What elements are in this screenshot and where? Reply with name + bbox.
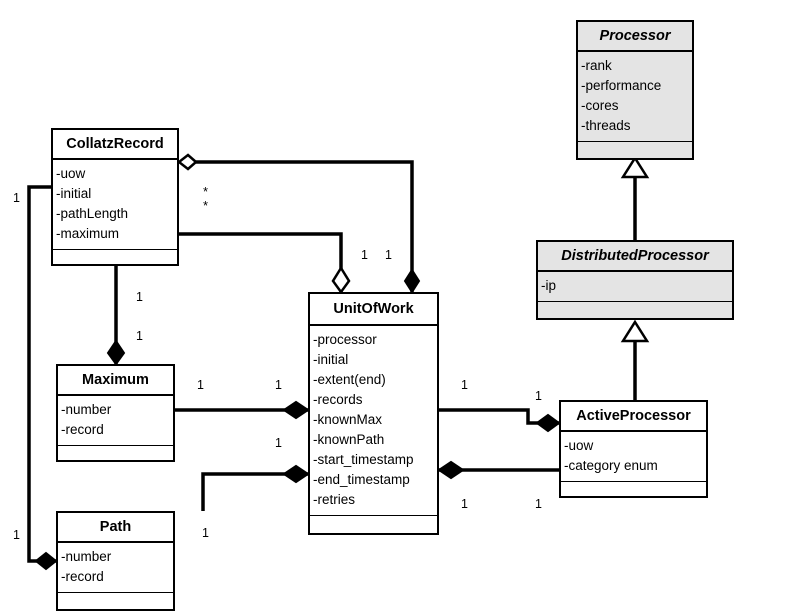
multiplicity-label: 1 — [136, 290, 143, 304]
attribute: -record — [61, 569, 104, 584]
class-operations-distributed-processor — [538, 302, 732, 328]
attribute: -records — [313, 392, 363, 407]
multiplicity-label: 1 — [197, 378, 204, 392]
class-attributes-distributed-processor: -ip — [538, 272, 732, 302]
class-name-path: Path — [58, 513, 173, 543]
multiplicity-label: 1 — [202, 526, 209, 540]
attribute: -initial — [56, 186, 92, 201]
attribute: -number — [61, 549, 112, 564]
multiplicity-label: 1 — [461, 378, 468, 392]
uml-class-unit-of-work[interactable]: UnitOfWork -processor -initial -extent(end)… — [308, 292, 439, 535]
class-attributes-maximum: -number -record — [58, 396, 173, 446]
class-name-collatz-record: CollatzRecord — [53, 130, 177, 160]
attribute: -rank — [581, 58, 612, 73]
multiplicity-label: 1 — [385, 248, 392, 262]
multiplicity-label: 1 — [535, 497, 542, 511]
attribute: -ip — [541, 278, 557, 293]
class-operations-processor — [578, 142, 692, 168]
multiplicity-label: 1 — [361, 248, 368, 262]
class-name-active-processor: ActiveProcessor — [561, 402, 706, 432]
edge-collatzrecord-unitofwork-aggregation — [176, 153, 421, 294]
multiplicity-label: 1 — [535, 389, 542, 403]
class-name-maximum: Maximum — [58, 366, 173, 396]
edge-collatzrecord-maximum — [106, 266, 126, 366]
class-name-unit-of-work: UnitOfWork — [310, 294, 437, 326]
attribute: -start_timestamp — [313, 452, 414, 467]
class-attributes-path: -number -record — [58, 543, 173, 593]
multiplicity-label: * — [203, 198, 209, 213]
attribute: -threads — [581, 118, 631, 133]
attribute: -knownMax — [313, 412, 383, 427]
multiplicity-label: * — [203, 184, 209, 199]
multiplicity-label: 1 — [13, 191, 20, 205]
uml-class-maximum[interactable]: Maximum -number -record — [56, 364, 175, 462]
class-operations-unit-of-work — [310, 516, 437, 542]
multiplicity-label: 1 — [461, 497, 468, 511]
class-attributes-processor: -rank -performance -cores -threads — [578, 52, 692, 142]
edge-path-unitofwork — [201, 464, 310, 511]
edge-maximum-unitofwork — [175, 400, 310, 420]
attribute: -uow — [564, 438, 594, 453]
edge-activeprocessor-distributedprocessor-generalization — [620, 319, 650, 400]
attribute: -record — [61, 422, 104, 437]
class-operations-maximum — [58, 446, 173, 472]
attribute: -category enum — [564, 458, 658, 473]
multiplicity-label: 1 — [136, 329, 143, 343]
uml-class-collatz-record[interactable]: CollatzRecord -uow -initial -pathLength -max… — [51, 128, 179, 266]
edge-collatzrecord-unitofwork-composition — [179, 232, 351, 295]
attribute: -maximum — [56, 226, 119, 241]
edge-unitofwork-activeprocessor-top — [439, 408, 561, 433]
attribute: -retries — [313, 492, 356, 507]
attribute: -extent(end) — [313, 372, 386, 387]
multiplicity-label: 1 — [275, 436, 282, 450]
attribute: -cores — [581, 98, 619, 113]
uml-class-distributed-processor[interactable]: DistributedProcessor -ip — [536, 240, 734, 320]
attribute: -initial — [313, 352, 349, 367]
attribute: -end_timestamp — [313, 472, 410, 487]
uml-class-processor[interactable]: Processor -rank -performance -cores -threads — [576, 20, 694, 160]
class-attributes-unit-of-work: -processor -initial -extent(end) -records -k… — [310, 326, 437, 516]
uml-class-active-processor[interactable]: ActiveProcessor -uow -category enum — [559, 400, 708, 498]
attribute: -uow — [56, 166, 86, 181]
class-attributes-active-processor: -uow -category enum — [561, 432, 706, 482]
class-attributes-collatz-record: -uow -initial -pathLength -maximum — [53, 160, 177, 250]
multiplicity-label: 1 — [13, 528, 20, 542]
attribute: -knownPath — [313, 432, 385, 447]
attribute: -processor — [313, 332, 377, 347]
edge-distributedprocessor-processor-generalization — [620, 155, 650, 240]
edge-collatzrecord-path — [27, 185, 58, 571]
class-operations-collatz-record — [53, 250, 177, 276]
class-name-distributed-processor: DistributedProcessor — [538, 242, 732, 272]
multiplicity-label: 1 — [275, 378, 282, 392]
class-name-processor: Processor — [578, 22, 692, 52]
attribute: -performance — [581, 78, 662, 93]
attribute: -pathLength — [56, 206, 129, 221]
class-operations-path — [58, 593, 173, 615]
attribute: -number — [61, 402, 112, 417]
class-operations-active-processor — [561, 482, 706, 508]
uml-class-path[interactable]: Path -number -record — [56, 511, 175, 611]
